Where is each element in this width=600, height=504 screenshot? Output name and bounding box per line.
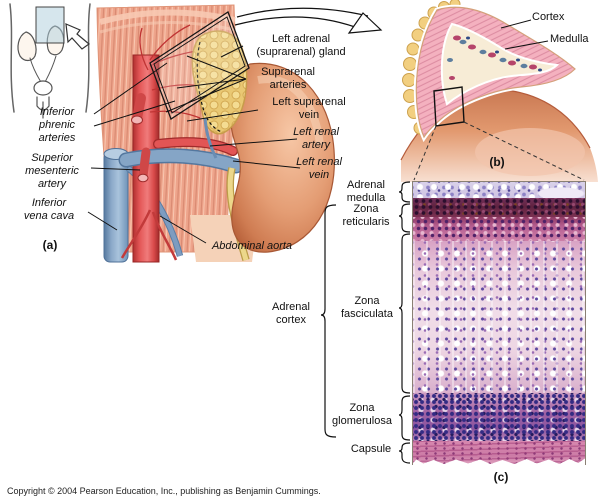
label-medulla: Medulla xyxy=(550,33,589,45)
zone-reticularis xyxy=(413,217,585,241)
zone-glomerulosa xyxy=(413,393,585,441)
label-left-suprarenal-vein: Left suprarenal vein xyxy=(272,96,346,121)
label-cortex: Cortex xyxy=(532,11,565,23)
label-adrenal-cortex: Adrenal cortex xyxy=(272,301,310,326)
brace-adrenal-cortex xyxy=(320,204,337,438)
left-renal-artery-vessel xyxy=(154,138,237,155)
inset-highlight-box xyxy=(35,6,65,44)
label-superior-mesenteric-artery: Superior mesenteric artery xyxy=(25,152,79,190)
zone-braces xyxy=(320,181,411,464)
panel-a-illustration xyxy=(96,4,335,263)
zone-adrenal-medulla xyxy=(413,182,585,198)
copyright-text: Copyright © 2004 Pearson Education, Inc.… xyxy=(7,486,321,496)
superior-mesenteric-artery-stub xyxy=(138,147,151,181)
leader-lines xyxy=(87,19,549,244)
zone-capsule xyxy=(413,441,585,464)
zone-fasciculata xyxy=(413,241,585,393)
left-suprarenal-vein-vessel xyxy=(203,117,218,159)
label-abdominal-aorta: Abdominal aorta xyxy=(211,240,293,252)
label-inferior-vena-cava: Inferior vena cava xyxy=(23,197,75,222)
label-adrenal-medulla: Adrenal medulla xyxy=(346,179,386,204)
body-location-inset xyxy=(9,3,91,119)
label-inferior-phrenic-arteries: Inferior phrenic arteries xyxy=(38,106,76,144)
brace-zona-glomerulosa xyxy=(398,395,411,441)
zone-reticularis-border xyxy=(413,198,585,217)
adrenal-medulla-section xyxy=(440,22,560,106)
medulla-cells xyxy=(447,35,542,80)
inset-zoom-arrow-icon xyxy=(65,23,90,50)
dissection-plane xyxy=(149,11,250,120)
left-renal-vein-vessel xyxy=(120,149,242,172)
brace-zona-reticularis xyxy=(398,203,411,233)
label-left-adrenal-gland: Left adrenal (suprarenal) gland xyxy=(256,33,346,58)
brace-zona-fasciculata xyxy=(398,233,411,394)
panel-b-tag: (b) xyxy=(489,155,505,169)
label-zona-reticularis: Zona reticularis xyxy=(342,203,390,228)
label-left-renal-vein: Left renal vein xyxy=(296,156,342,181)
label-zona-glomerulosa: Zona glomerulosa xyxy=(332,402,392,427)
magnification-dashed-lines xyxy=(413,121,585,181)
label-suprarenal-arteries: Suprarenal arteries xyxy=(261,66,315,91)
brace-adrenal-medulla xyxy=(398,181,411,203)
brace-capsule xyxy=(398,442,411,464)
panel-b-gland-section xyxy=(400,0,598,182)
label-zona-fasciculata: Zona fasciculata xyxy=(341,295,393,320)
label-left-renal-artery: Left renal artery xyxy=(293,126,339,151)
histology-micrograph xyxy=(412,181,586,465)
zoom-arrow xyxy=(234,7,383,34)
panel-a-tag: (a) xyxy=(42,238,58,252)
label-capsule: Capsule xyxy=(350,443,392,455)
panel-c-tag: (c) xyxy=(493,470,509,484)
